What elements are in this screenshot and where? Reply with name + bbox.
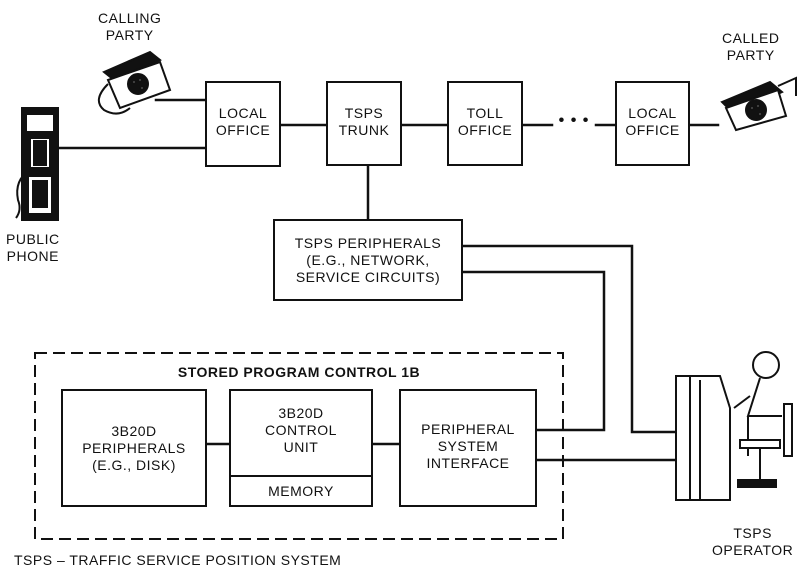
spc-1b-title: STORED PROGRAM CONTROL 1B (177, 364, 421, 380)
control-unit-line-2: CONTROL (265, 422, 337, 438)
local-office-2-line-1: LOCAL (628, 105, 677, 121)
peripheral-interface-box (399, 389, 537, 507)
called-party-line-2: PARTY (726, 47, 775, 63)
b3b20d-peripherals-box (61, 389, 207, 507)
public-phone-line-1: PUBLIC (6, 231, 60, 247)
tsps-trunk-label: TSPS TRUNK (327, 105, 401, 139)
tsps-peripherals-line-1: TSPS PERIPHERALS (294, 235, 442, 251)
link-peripherals-interface (460, 270, 606, 432)
local-office-label: LOCAL OFFICE (206, 105, 280, 139)
calling-party-label: CALLING PARTY (98, 10, 161, 44)
b3b20d-peripherals-line-3: (E.G., DISK) (92, 457, 176, 473)
control-unit-label: 3B20D CONTROL UNIT (230, 405, 372, 456)
tsps-peripherals-line-3: SERVICE CIRCUITS) (295, 269, 441, 285)
local-office-box (205, 81, 281, 167)
called-party-label: CALLED PARTY (722, 30, 779, 64)
called-party-phone-icon (720, 76, 797, 132)
memory-label: MEMORY (268, 483, 334, 499)
tsps-operator-icon (675, 351, 793, 501)
peripheral-interface-line-1: PERIPHERAL (421, 421, 515, 437)
peripheral-interface-line-2: SYSTEM (437, 438, 499, 454)
local-office-2-label: LOCAL OFFICE (616, 105, 689, 139)
peripheral-interface-label: PERIPHERAL SYSTEM INTERFACE (400, 421, 536, 472)
local-office-2-line-2: OFFICE (625, 122, 680, 138)
tsps-operator-line-1: TSPS (733, 525, 772, 541)
tsps-operator-label: TSPS OPERATOR (712, 525, 793, 559)
tsps-operator-line-2: OPERATOR (712, 542, 794, 558)
control-unit-box (229, 389, 373, 507)
toll-office-line-1: TOLL (466, 105, 504, 121)
ellipsis-dots: • • • (558, 112, 590, 129)
footer-legend: TSPS – TRAFFIC SERVICE POSITION SYSTEM (14, 552, 342, 568)
calling-party-line-2: PARTY (105, 27, 154, 43)
called-party-line-1: CALLED (722, 30, 780, 46)
b3b20d-peripherals-label: 3B20D PERIPHERALS (E.G., DISK) (62, 423, 206, 474)
spc-1b-enclosure (34, 352, 564, 540)
toll-office-line-2: OFFICE (457, 122, 513, 138)
tsps-peripherals-label: TSPS PERIPHERALS (E.G., NETWORK, SERVICE… (274, 235, 462, 286)
tsps-trunk-box (326, 81, 402, 166)
public-phone-label: PUBLIC PHONE (6, 231, 60, 265)
control-unit-line-1: 3B20D (278, 405, 324, 421)
tsps-peripherals-line-2: (E.G., NETWORK, (306, 252, 430, 268)
link-peripherals-operator-a (460, 244, 692, 434)
public-phone-icon (15, 107, 59, 221)
calling-party-line-1: CALLING (98, 10, 162, 26)
calling-party-phone-icon (97, 50, 172, 115)
tsps-peripherals-box (273, 219, 463, 301)
b3b20d-peripherals-line-1: 3B20D (111, 423, 157, 439)
peripheral-interface-line-3: INTERFACE (426, 455, 510, 471)
tsps-trunk-line-2: TRUNK (338, 122, 390, 138)
tsps-trunk-line-1: TSPS (344, 105, 384, 121)
local-office-line-1: LOCAL (218, 105, 268, 121)
local-office-line-2: OFFICE (215, 122, 271, 138)
public-phone-line-2: PHONE (6, 248, 59, 264)
control-unit-line-3: UNIT (283, 439, 319, 455)
local-office-2-box (615, 81, 690, 166)
toll-office-box (447, 81, 523, 166)
b3b20d-peripherals-line-2: PERIPHERALS (82, 440, 186, 456)
toll-office-label: TOLL OFFICE (448, 105, 522, 139)
